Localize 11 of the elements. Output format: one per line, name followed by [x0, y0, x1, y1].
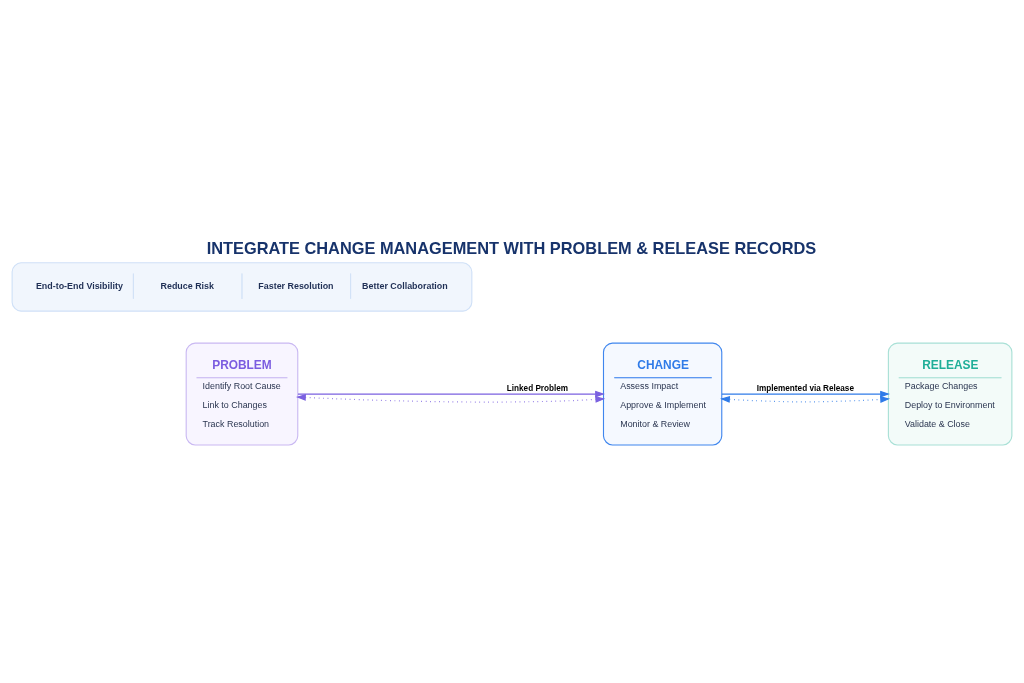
edge-label: Implemented via Release [756, 383, 854, 393]
edge-label: Linked Problem [506, 383, 569, 393]
node-box: PROBLEM Identify Root Cause Link to Changes Track Resolution [185, 342, 299, 446]
arrow [720, 395, 891, 403]
diagram-title: INTEGRATE CHANGE MANAGEMENT WITH PROBLEM & RELEASE RECORDS [206, 238, 817, 257]
arrow [721, 390, 890, 397]
node-box: End-to-End Visibility Reduce Risk Faster Resolution Better Collaboration [11, 261, 473, 312]
arrow [297, 390, 605, 397]
node-box: CHANGE Assess Impact Approve & Implement Monitor & Review [602, 342, 723, 446]
node-box: RELEASE Package Changes Deploy to Environment Validate & Close [887, 342, 1013, 446]
arrow [296, 393, 606, 403]
